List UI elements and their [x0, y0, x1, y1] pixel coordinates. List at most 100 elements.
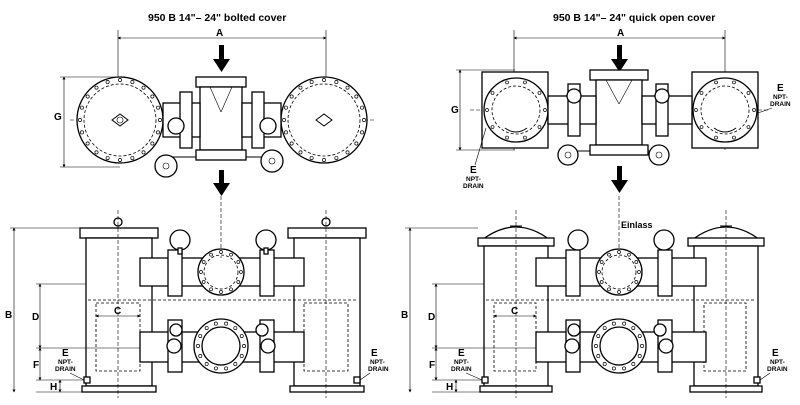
bolt-hole — [236, 260, 241, 264]
clamp-bolt — [746, 125, 751, 129]
bolt-hole — [229, 252, 233, 257]
right-dim-vertical: B D F H C — [401, 227, 537, 393]
bolt-hole — [156, 130, 160, 135]
svg-text:DRAIN: DRAIN — [55, 366, 76, 373]
left-label-c: C — [114, 306, 121, 317]
bolt-hole — [224, 366, 229, 371]
right-dim-g: G — [451, 69, 515, 151]
clamp-bolt — [543, 108, 547, 112]
svg-text:DRAIN: DRAIN — [463, 183, 484, 190]
bolt-hole — [141, 150, 146, 155]
clamp-bolt — [732, 80, 736, 85]
bolt-hole — [607, 287, 611, 292]
left-front-view — [79, 196, 367, 398]
svg-text:NPT-: NPT- — [58, 359, 73, 366]
left-outlet-arrow — [213, 170, 230, 196]
bolt-hole — [209, 252, 213, 257]
clamp-bolt — [714, 135, 718, 140]
left-inlet-arrow — [213, 45, 230, 72]
svg-text:E: E — [62, 348, 69, 359]
bolt-hole — [213, 366, 218, 371]
clamp-bolt — [537, 125, 542, 129]
left-label-d: D — [32, 312, 39, 323]
bolt-hole — [334, 156, 339, 160]
svg-text:E: E — [371, 348, 378, 359]
bolt-hole — [354, 94, 359, 99]
bolt-hole — [284, 105, 288, 110]
svg-text:E: E — [458, 348, 465, 359]
bolt-hole — [634, 260, 639, 264]
bolt-hole — [219, 250, 223, 254]
left-title: 950 B 14"– 24" bolted cover — [148, 12, 286, 24]
right-drawing: 950 B 14"– 24" quick open cover A Einlas… — [401, 12, 791, 398]
right-top-view — [470, 69, 770, 166]
left-dim-g: G — [54, 76, 120, 168]
bolt-hole — [236, 280, 241, 284]
right-title: 950 B 14"– 24" quick open cover — [553, 12, 715, 24]
left-dim-vertical: B D F H C — [5, 227, 141, 393]
left-label-g: G — [54, 112, 62, 123]
bolt-hole — [105, 156, 110, 160]
clamp-bolt — [537, 91, 542, 95]
right-top-drain-right: E NPT- DRAIN — [757, 83, 791, 114]
bolt-hole — [634, 280, 639, 284]
bolt-hole — [611, 321, 616, 326]
bolt-hole — [229, 287, 233, 292]
bolt-hole — [617, 250, 621, 254]
bolt-hole — [85, 141, 90, 146]
bolt-hole — [196, 344, 200, 348]
left-label-f: F — [33, 360, 39, 371]
left-drain-label-left: E NPT- DRAIN — [55, 348, 85, 381]
bolt-hole — [362, 118, 366, 122]
bolt-hole — [596, 334, 601, 338]
right-label-h: H — [446, 382, 453, 393]
bolt-hole — [599, 280, 604, 284]
bolt-hole — [360, 105, 364, 110]
clamp-bolt — [505, 80, 509, 85]
bolt-hole — [622, 366, 627, 371]
bolt-hole — [637, 270, 641, 274]
bolt-hole — [198, 334, 203, 338]
bolt-hole — [594, 344, 598, 348]
bolt-hole — [627, 252, 631, 257]
left-drain-label-right: E NPT- DRAIN — [359, 348, 389, 381]
bolt-hole — [298, 150, 303, 155]
clamp-bolt — [523, 135, 527, 140]
right-label-a: A — [617, 28, 624, 39]
clamp-bolt — [714, 80, 718, 85]
bolt-hole — [201, 260, 206, 264]
clamp-bolt — [752, 108, 756, 112]
right-top-drain-left: E NPT- DRAIN — [463, 127, 487, 190]
right-label-c: C — [511, 306, 518, 317]
bolt-hole — [224, 321, 229, 326]
bolt-hole — [289, 141, 294, 146]
clamp-bolt — [490, 91, 495, 95]
bolt-hole — [130, 156, 135, 160]
bolt-hole — [242, 344, 246, 348]
bolt-hole — [156, 105, 160, 110]
bolt-hole — [322, 78, 326, 82]
bolt-hole — [233, 362, 238, 366]
bolt-hole — [209, 287, 213, 292]
bolt-hole — [239, 270, 243, 274]
bolt-hole — [322, 158, 326, 162]
bolt-hole — [233, 326, 238, 330]
bolt-hole — [198, 354, 203, 358]
svg-text:E: E — [772, 348, 779, 359]
bolt-hole — [105, 80, 110, 84]
svg-text:NPT-: NPT- — [770, 359, 785, 366]
right-front-view — [477, 196, 765, 398]
bolt-hole — [607, 252, 611, 257]
bolt-hole — [150, 94, 155, 99]
bolt-hole — [298, 85, 303, 90]
bolt-hole — [239, 334, 244, 338]
left-drawing: 950 B 14"– 24" bolted cover A G — [5, 12, 389, 398]
svg-text:NPT-: NPT- — [466, 176, 481, 183]
bolt-hole — [617, 290, 621, 294]
bolt-hole — [602, 362, 607, 366]
bolt-hole — [85, 94, 90, 99]
svg-text:NPT-: NPT- — [370, 359, 385, 366]
bolt-hole — [94, 150, 99, 155]
bolt-hole — [201, 280, 206, 284]
left-label-a: A — [216, 28, 223, 39]
